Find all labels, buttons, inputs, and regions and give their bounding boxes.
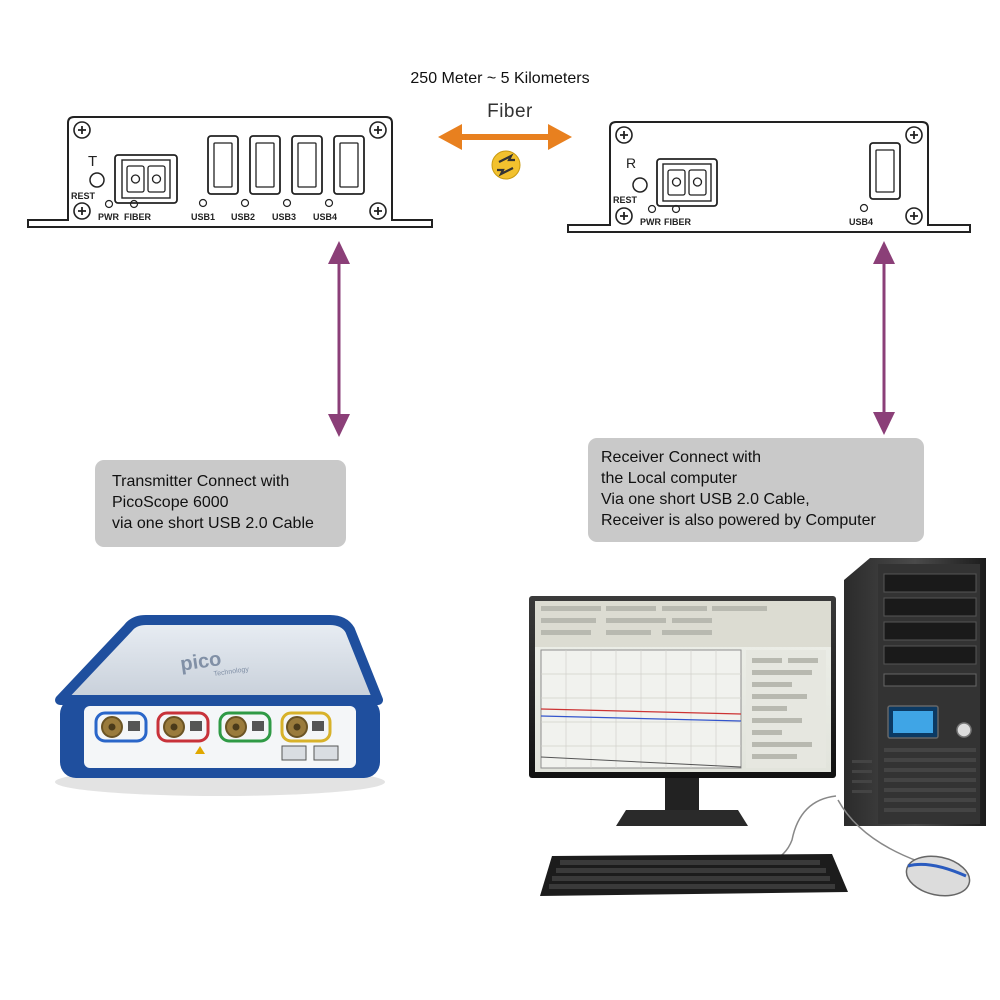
rest-label: REST [613,195,638,205]
fiber-port-label: FIBER [124,212,152,222]
fiber-link-arrow [438,124,572,150]
reset-button [89,172,105,188]
pwr-led [104,199,114,209]
callout-line: via one short USB 2.0 Cable [112,515,314,532]
fiber-led [129,199,139,209]
fiber-led [671,204,681,214]
usb-port-label: USB3 [272,212,296,222]
fiber-link-label: Fiber [487,101,533,122]
usb-port-label: USB4 [313,212,337,222]
callout-line: Via one short USB 2.0 Cable, [601,491,810,508]
pwr-led [647,204,657,214]
distance-label: 250 Meter ~ 5 Kilometers [410,70,590,87]
receiver-usb-arrow [873,241,895,435]
receiver-callout: Receiver Connect with the Local computer… [588,438,924,542]
pc-tower [844,558,986,826]
transmitter-unit: T REST PWR FIBER USB1 USB2 [27,116,433,228]
fiber-port [114,154,178,204]
rest-label: REST [71,191,96,201]
usb-port-4: USB4 [313,135,365,222]
transmitter-letter: T [88,153,97,170]
bnc-connector [280,711,332,743]
mouse [905,855,971,897]
reset-button [632,177,648,193]
fiber-swap-icon [491,150,521,180]
pwr-label: PWR [640,217,661,227]
callout-line: Receiver Connect with [601,449,762,466]
usb-port-1: USB1 [191,135,239,222]
receiver-letter: R [626,155,636,171]
transmitter-callout: Transmitter Connect with PicoScope 6000 … [95,460,346,547]
bnc-connector [94,711,148,743]
callout-line: PicoScope 6000 [112,494,229,511]
callout-line: Receiver is also powered by Computer [601,512,876,529]
svg-text:Technology: Technology [213,666,250,678]
bnc-connector [156,711,210,743]
keyboard [540,854,848,896]
callout-line: Transmitter Connect with [112,473,290,490]
usb-port-label: USB1 [191,212,215,222]
screw-icon [615,126,923,225]
power-button [956,722,972,738]
pwr-label: PWR [98,212,119,222]
usb-port-3: USB3 [272,135,323,222]
screw-icon [73,121,387,220]
usb-port-label: USB2 [231,212,255,222]
fiber-port-label: FIBER [664,217,692,227]
usb-port-label: USB4 [849,217,873,227]
transmitter-usb-arrow [328,241,350,437]
receiver-unit: R REST PWR FIBER USB4 [567,121,971,233]
fiber-port [656,158,718,207]
bnc-connector [218,711,272,743]
usb-port-4: USB4 [849,142,901,227]
picoscope-device: pico Technology [55,615,385,796]
callout-line: the Local computer [601,470,738,487]
monitor [529,596,836,826]
usb-port-2: USB2 [231,135,281,222]
